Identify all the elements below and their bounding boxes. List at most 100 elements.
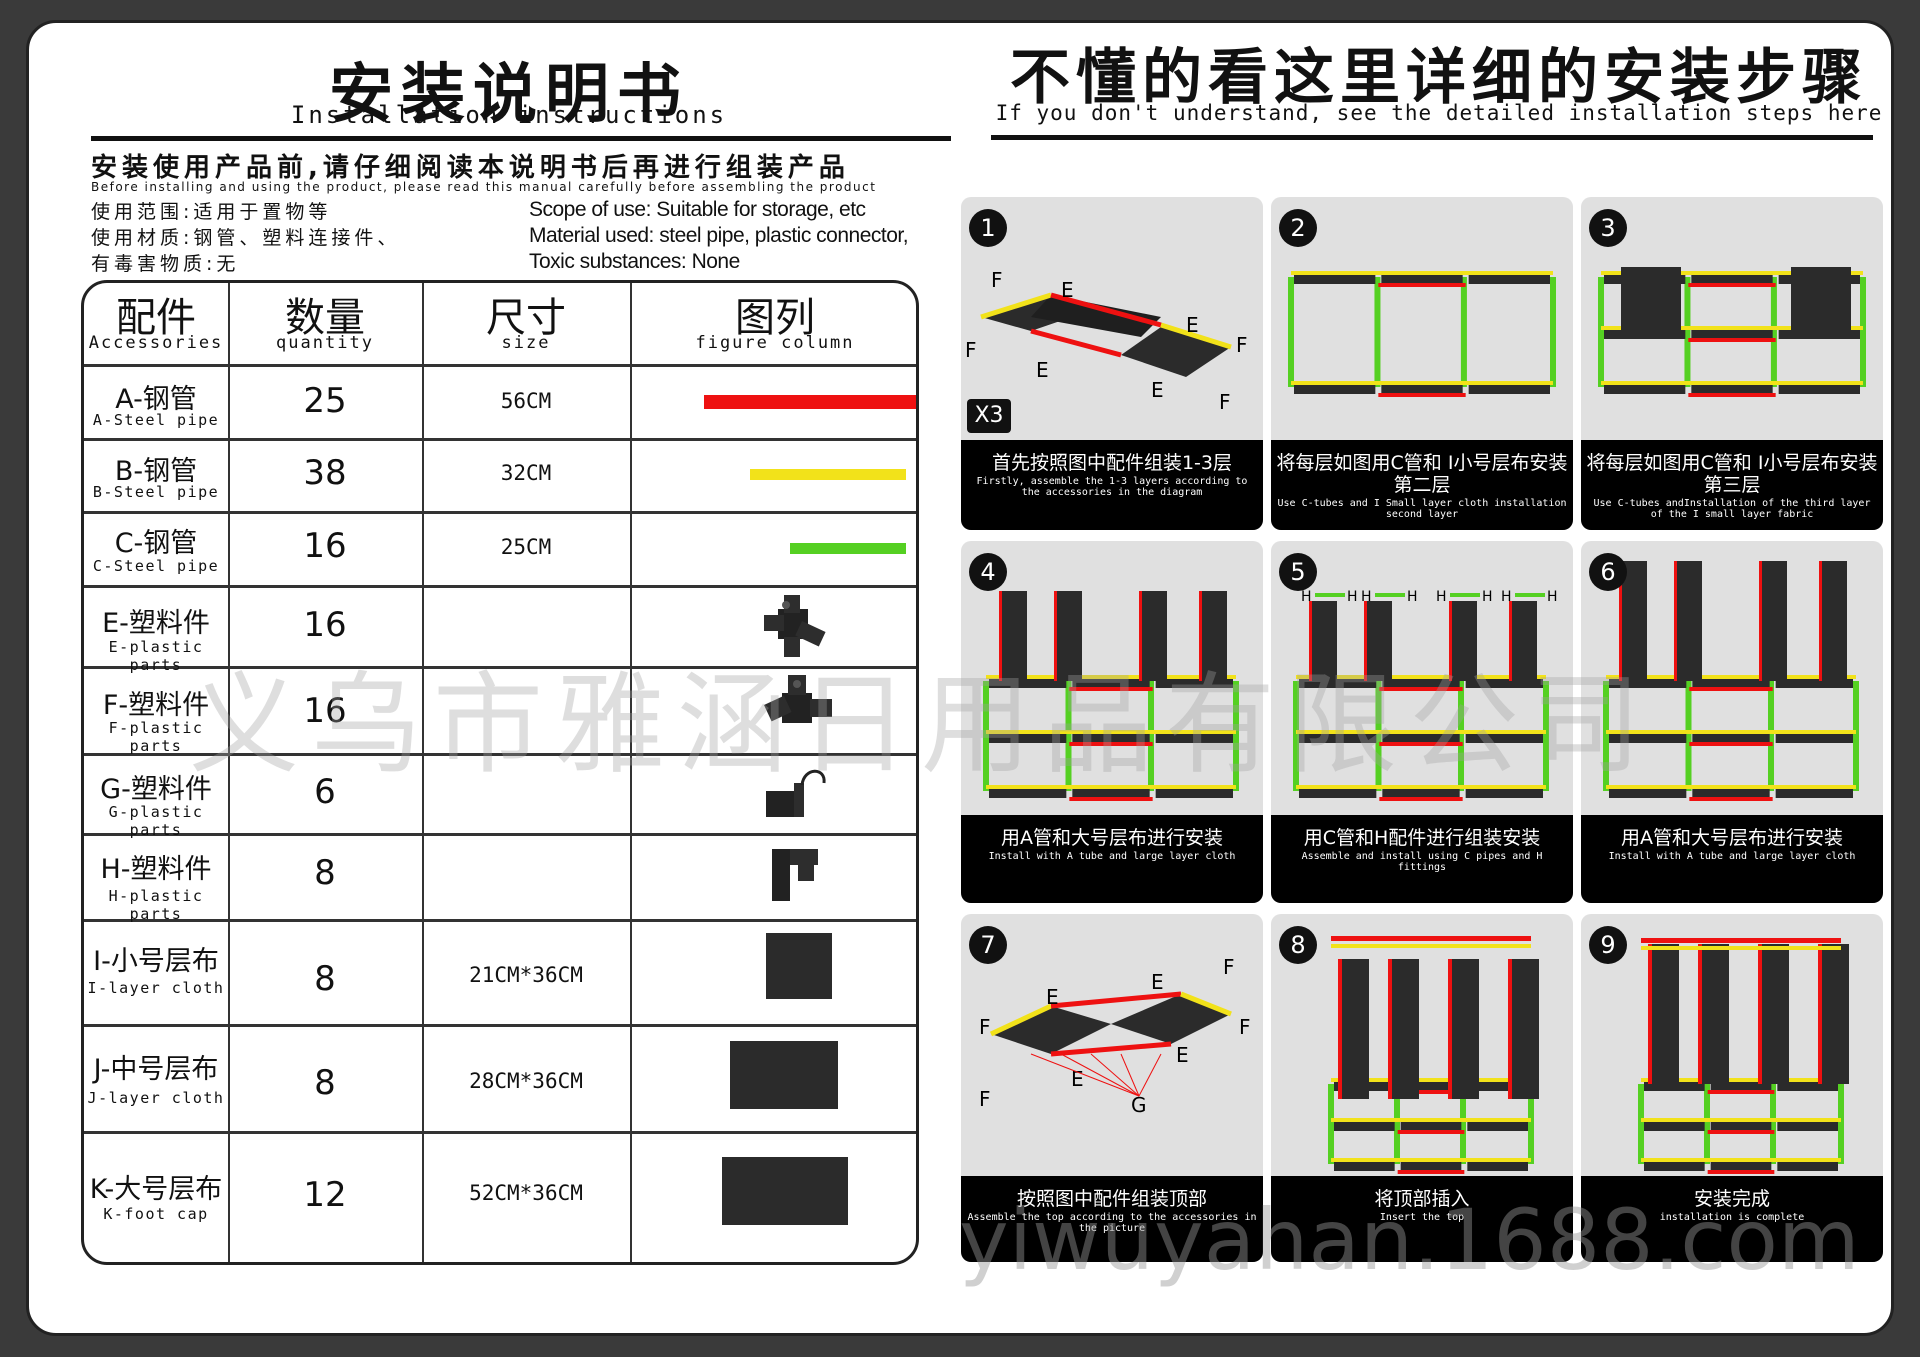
part-name-en: K-foot cap	[103, 1205, 209, 1223]
step-caption: 将顶部插入 Insert the top	[1271, 1176, 1573, 1262]
part-size: 32CM	[500, 461, 552, 485]
step-illustration	[983, 591, 1239, 801]
step-caption-cn: 将每层如图用C管和 I小号层布安装第二层	[1276, 452, 1568, 496]
left-divider	[91, 136, 951, 141]
part-size: 21CM*36CM	[469, 963, 583, 987]
right-subtitle: If you don't understand, see the detaile…	[995, 101, 1883, 125]
header-quantity: 数量	[285, 295, 365, 341]
f-connector-icon	[764, 675, 832, 723]
step-caption-cn: 首先按照图中配件组装1-3层	[991, 452, 1233, 474]
step-caption-cn: 用C管和H配件进行组装安装	[1303, 827, 1541, 849]
step-caption-en: Use C-tubes and I Small layer cloth inst…	[1277, 498, 1567, 520]
step-caption-en: Install with A tube and large layer clot…	[1608, 851, 1856, 862]
svg-text:F: F	[965, 338, 977, 362]
step-number: 3	[1589, 209, 1627, 247]
toxic-line-en: Toxic substances: None	[529, 250, 740, 273]
header-figure-en: figure column	[695, 333, 855, 353]
part-quantity: 38	[303, 453, 347, 493]
svg-text:G: G	[1131, 1093, 1147, 1117]
svg-text:E: E	[1151, 378, 1164, 402]
svg-text:E: E	[1061, 278, 1074, 302]
part-name: I-小号层布	[93, 946, 219, 977]
red-pipe-swatch	[704, 395, 916, 409]
step-number: 4	[969, 553, 1007, 591]
part-name-en: H-plastic parts	[108, 887, 204, 923]
step-illustration	[1638, 938, 1849, 1174]
step-caption-en: Insert the top	[1379, 1212, 1465, 1223]
svg-text:H: H	[1501, 589, 1512, 605]
step-illustration	[1598, 267, 1866, 397]
svg-text:E: E	[1151, 970, 1164, 994]
svg-text:E: E	[1186, 313, 1199, 337]
svg-text:H: H	[1301, 589, 1312, 605]
header-accessories: 配件	[116, 295, 196, 341]
svg-text:F: F	[1239, 1015, 1251, 1039]
repeat-badge: X3	[967, 399, 1011, 433]
step-caption-en: installation is complete	[1659, 1212, 1805, 1223]
yellow-pipe-swatch	[750, 469, 906, 480]
svg-text:E: E	[1176, 1043, 1189, 1067]
step-caption-cn: 将顶部插入	[1374, 1188, 1470, 1210]
part-quantity: 8	[314, 959, 336, 999]
instruction-sheet: 安装说明书 Installation instructions 安装使用产品前,…	[26, 20, 1894, 1336]
step-number: 1	[969, 209, 1007, 247]
left-subtitle: Installation instructions	[290, 101, 728, 129]
right-title: 不懂的看这里详细的安装步骤	[1010, 43, 1868, 113]
svg-text:F: F	[1219, 390, 1231, 414]
step-caption: 用A管和大号层布进行安装 Install with A tube and larg…	[1581, 815, 1883, 903]
part-name-en: C-Steel pipe	[92, 557, 220, 575]
part-name-en: J-layer cloth	[87, 1089, 225, 1107]
part-quantity: 6	[314, 772, 336, 812]
svg-text:F: F	[979, 1087, 991, 1111]
accessories-table: 配件 Accessories 数量 quantity 尺寸 size 图列 fi…	[81, 280, 919, 1265]
step-number: 7	[969, 926, 1007, 964]
scope-block-cn: 使用范围:适用于置物等 使用材质:钢管、塑料连接件、 有毒害物质:无	[91, 199, 400, 277]
step-caption-en: Firstly, assemble the 1-3 layers accordi…	[976, 476, 1248, 498]
svg-text:H: H	[1436, 589, 1447, 605]
step-illustration	[1328, 936, 1539, 1174]
part-name-en: B-Steel pipe	[92, 483, 220, 501]
svg-text:F: F	[1223, 955, 1235, 979]
material-line: 使用材质:钢管、塑料连接件、	[91, 227, 401, 249]
scope-line: 使用范围:适用于置物等	[91, 201, 332, 223]
large-cloth-swatch	[722, 1157, 848, 1225]
svg-text:H: H	[1547, 589, 1558, 605]
step-number: 2	[1279, 209, 1317, 247]
svg-text:H: H	[1482, 589, 1493, 605]
right-divider	[991, 135, 1873, 140]
part-name: A-钢管	[115, 384, 197, 415]
svg-text:F: F	[1236, 333, 1248, 357]
header-figure: 图列	[735, 295, 815, 341]
header-accessories-en: Accessories	[88, 333, 224, 353]
intro-text: 安装使用产品前,请仔细阅读本说明书后再进行组装产品	[91, 153, 850, 183]
part-name: J-中号层布	[93, 1054, 219, 1085]
part-size: 52CM*36CM	[469, 1181, 583, 1205]
company-watermark: 义乌市雅涵日用品有限公司	[189, 661, 1653, 789]
small-cloth-swatch	[766, 933, 832, 999]
step-caption-cn: 按照图中配件组装顶部	[1016, 1188, 1207, 1210]
step-caption-cn: 用A管和大号层布进行安装	[1621, 827, 1843, 849]
part-quantity: 12	[303, 1175, 347, 1215]
part-name-en: G-plastic parts	[108, 803, 204, 839]
e-connector-icon	[764, 595, 826, 657]
part-name-en: A-Steel pipe	[92, 411, 220, 429]
site-watermark: yiwuyahan.1688.com	[959, 1191, 1860, 1289]
step-caption-en: Use C-tubes andInstallation of the third…	[1593, 498, 1871, 520]
g-hook-icon	[766, 769, 826, 817]
part-name: F-塑料件	[102, 690, 210, 721]
part-name: G-塑料件	[100, 774, 212, 805]
svg-text:E: E	[1046, 985, 1059, 1009]
